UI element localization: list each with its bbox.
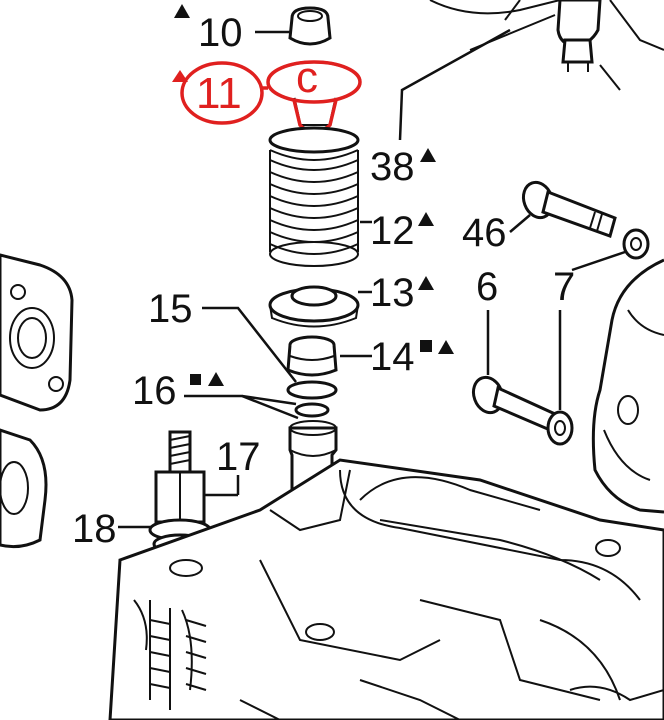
triangle-mark-10	[174, 4, 190, 18]
part-7-washer-upper	[622, 228, 650, 260]
part-10-cap	[288, 6, 332, 46]
triangle-mark-13	[418, 276, 434, 290]
triangle-mark-38	[420, 148, 436, 162]
label-18: 18	[72, 507, 117, 551]
label-12: 12	[370, 209, 415, 253]
triangle-mark-16	[208, 372, 224, 386]
part-7-washer-lower	[546, 410, 574, 446]
label-16: 16	[132, 369, 177, 413]
label-15: 15	[148, 287, 193, 331]
label-7: 7	[553, 265, 575, 309]
leader-46	[509, 214, 531, 233]
square-mark-16	[190, 374, 201, 385]
rocker-shaft-fragment	[429, 0, 664, 91]
label-6: 6	[476, 265, 498, 309]
square-mark-14	[420, 340, 432, 352]
triangle-mark-12	[418, 212, 434, 226]
label-38: 38	[370, 145, 415, 189]
leader-16b	[241, 394, 297, 406]
housing-right	[591, 258, 664, 514]
part-11-retainer: c	[266, 53, 362, 135]
label-13: 13	[370, 271, 415, 315]
part-17-stud	[154, 430, 206, 524]
part-13-seat	[268, 285, 360, 328]
part-11-marker: c	[296, 53, 318, 102]
triangle-mark-14	[438, 340, 454, 354]
part-14-seal	[286, 335, 338, 400]
highlight-circle-11	[180, 61, 264, 125]
label-10: 10	[198, 11, 243, 55]
label-11: 11	[196, 69, 242, 118]
cylinder-head	[108, 458, 664, 720]
label-46: 46	[462, 211, 507, 255]
triangle-mark-11	[172, 70, 188, 82]
leader-7-upper	[571, 250, 626, 272]
part-12-spring	[268, 126, 360, 267]
label-14: 14	[370, 335, 415, 379]
leader-15	[202, 306, 297, 383]
leader-16	[184, 394, 299, 420]
part-6-bolt	[471, 375, 557, 433]
part-46-bolt	[521, 180, 617, 238]
label-17: 17	[216, 435, 261, 479]
leader-38	[398, 28, 511, 141]
flange-left	[0, 253, 74, 549]
